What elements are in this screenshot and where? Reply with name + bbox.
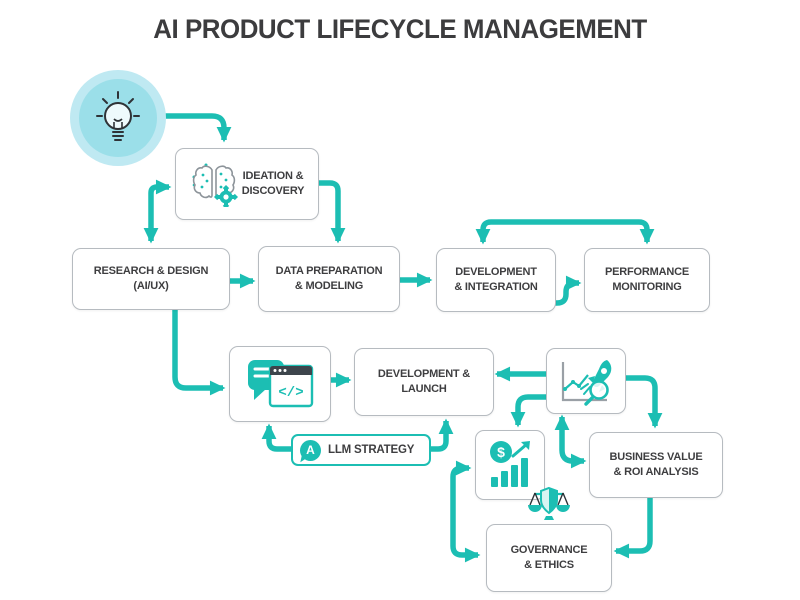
- node-label: RESEARCH & DESIGN (AI/UX): [93, 265, 209, 292]
- code-window-text: </>: [278, 385, 303, 401]
- node-data-preparation: DATA PREPARATION & MODELING: [258, 246, 400, 312]
- node-development-integration: DEVELOPMENT & INTEGRATION: [436, 248, 556, 312]
- idea-spark-circle-inner: [79, 79, 157, 157]
- node-business-value-roi: BUSINESS VALUE & ROI ANALYSIS: [589, 432, 723, 498]
- arrow-devint-to-perfmon: [553, 275, 582, 306]
- chat-code-icon-box: </>: [229, 346, 331, 422]
- llm-strategy-tag: A LLM STRATEGY: [291, 434, 431, 466]
- arrow-rocketbox-to-bizvalue-right: [623, 375, 663, 429]
- node-governance-ethics: GOVERNANCE & ETHICS: [486, 524, 612, 592]
- arrow-llm-to-devlaunch: [431, 418, 454, 452]
- node-label: BUSINESS VALUE & ROI ANALYSIS: [609, 451, 703, 478]
- growth-analysis-icon-box: [546, 348, 626, 414]
- coin-symbol: $: [497, 444, 505, 460]
- llm-badge-icon: A: [300, 439, 321, 461]
- dollar-growth-chart-icon: $: [490, 441, 530, 487]
- arrow-dollarbox-governance-two-way: [450, 460, 481, 563]
- arrow-llm-to-codebox: [261, 423, 291, 452]
- node-label: DATA PREPARATION & MODELING: [275, 265, 383, 292]
- growth-rocket-analysis-icon: [561, 360, 612, 406]
- arrow-bizvalue-to-governance: [613, 497, 653, 559]
- chat-code-icon: </>: [248, 360, 314, 408]
- arrow-research-to-codebox: [172, 308, 226, 396]
- idea-spark-circle: [70, 70, 166, 166]
- page-title: AI PRODUCT LIFECYCLE MANAGEMENT: [153, 14, 647, 44]
- node-label: PERFORMANCE MONITORING: [605, 266, 689, 293]
- node-performance-monitoring: PERFORMANCE MONITORING: [584, 248, 710, 312]
- node-research-design: RESEARCH & DESIGN (AI/UX): [72, 248, 230, 310]
- arrow-rocketbox-to-dollarbox: [510, 394, 546, 428]
- lightbulb-icon: [96, 91, 140, 141]
- arrow-rocketbox-bizvalue-two-way: [554, 414, 587, 469]
- node-label: GOVERNANCE & ETHICS: [510, 544, 588, 571]
- node-ideation-discovery: IDEATION & DISCOVERY: [175, 148, 319, 220]
- arrow-ideation-to-dataprep: [317, 180, 346, 244]
- ai-brain-gear-icon: [192, 163, 238, 207]
- scales-icon: [526, 486, 572, 531]
- node-label: IDEATION & DISCOVERY: [241, 170, 305, 197]
- revenue-icon-box: $: [475, 430, 545, 500]
- node-development-launch: DEVELOPMENT & LAUNCH: [354, 348, 494, 416]
- node-label: DEVELOPMENT & LAUNCH: [377, 368, 471, 395]
- arrow-devint-perfmon-loop: [475, 219, 655, 245]
- node-label: DEVELOPMENT & INTEGRATION: [454, 266, 538, 293]
- arrow-ideation-research-two-way: [143, 179, 172, 244]
- llm-strategy-label: LLM STRATEGY: [328, 444, 415, 456]
- arrow-bulb-to-ideation: [158, 113, 232, 143]
